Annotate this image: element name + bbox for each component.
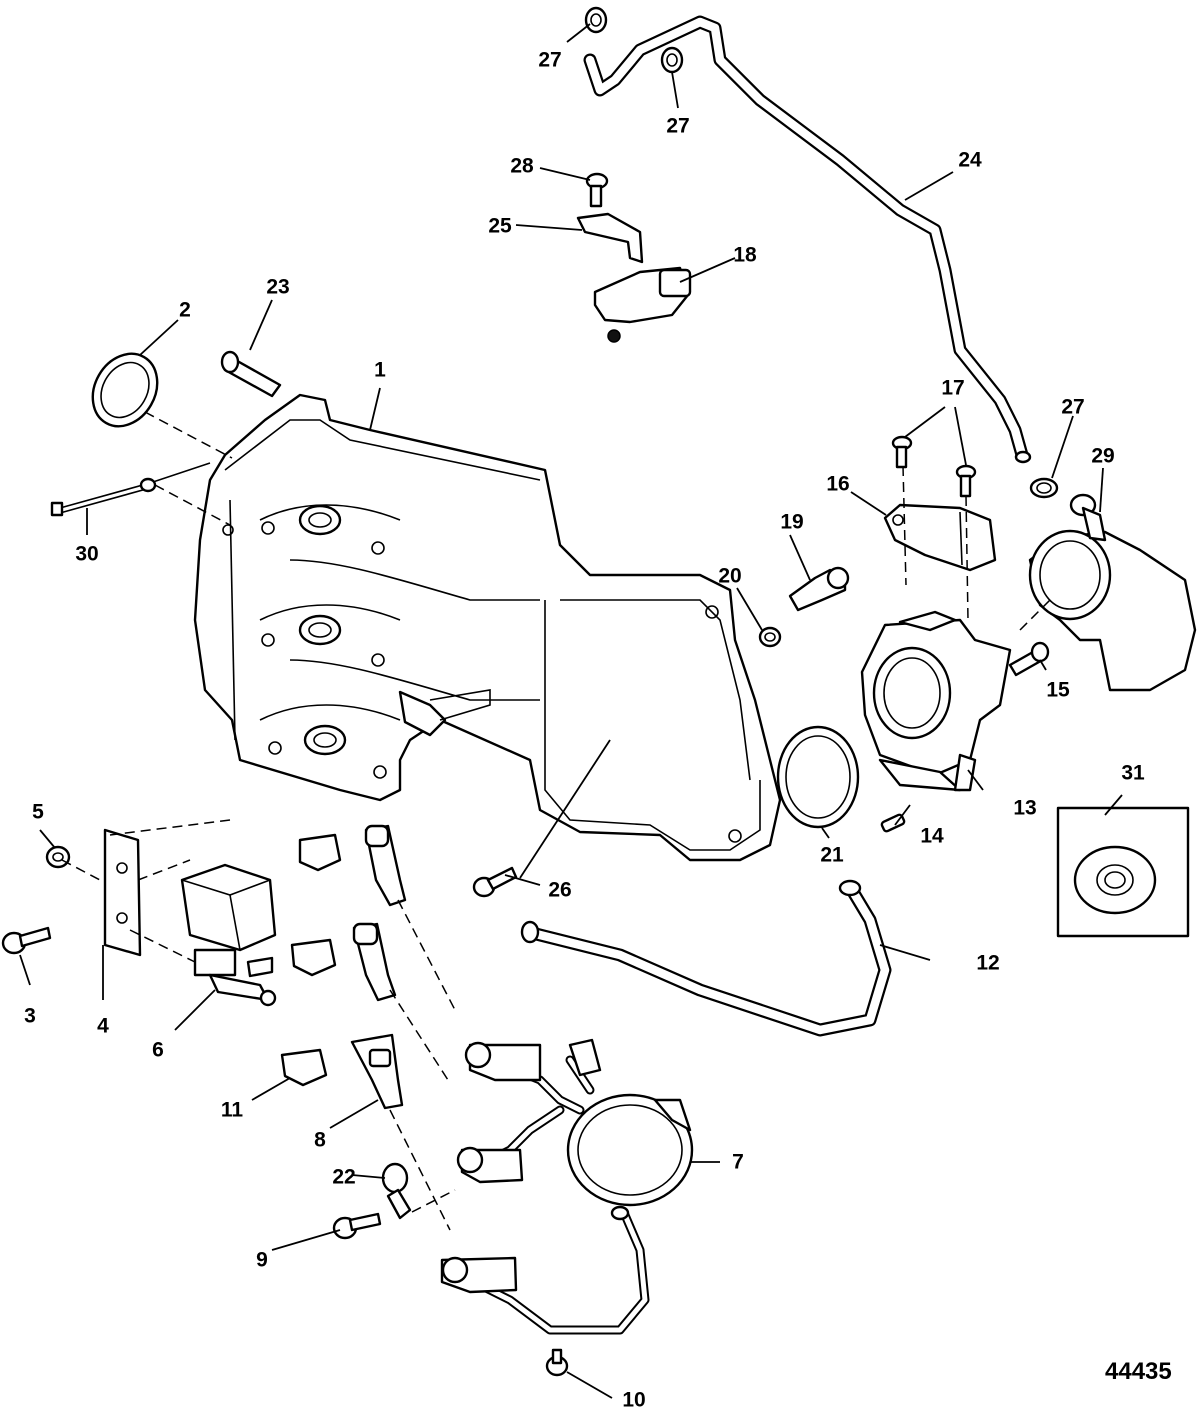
callout-13: 13 <box>1013 796 1037 820</box>
callout-24: 24 <box>958 148 982 172</box>
solenoid-bracket-part <box>103 828 142 957</box>
throttle-gasket-part <box>776 725 860 829</box>
callout-leader-lines <box>19 23 1123 1399</box>
bracket-screw-part <box>585 172 609 208</box>
callout-17: 17 <box>941 376 965 400</box>
hex-nut-part <box>45 845 71 869</box>
sensor-bracket-part <box>576 212 644 264</box>
throttle-position-sensor-part <box>883 503 997 572</box>
solenoid-valve-part <box>180 863 277 1007</box>
air-inlet-elbow-part <box>1028 493 1197 692</box>
callout-9: 9 <box>256 1248 268 1272</box>
elbow-screw-part <box>1008 641 1050 677</box>
callout-20: 20 <box>718 564 742 588</box>
callout-12: 12 <box>976 951 1000 975</box>
callout-27-top: 27 <box>538 48 562 72</box>
stud-bolt-part <box>220 350 282 398</box>
callout-8: 8 <box>314 1128 326 1152</box>
fuel-line-part <box>520 879 892 1037</box>
callout-23: 23 <box>266 275 290 299</box>
mounting-screw-part <box>472 866 518 898</box>
callout-10: 10 <box>622 1388 646 1412</box>
callout-14: 14 <box>920 824 944 848</box>
callout-5: 5 <box>32 800 44 824</box>
callout-4: 4 <box>97 1014 109 1038</box>
tps-screw-part <box>891 435 977 498</box>
callout-27-middle: 27 <box>666 114 690 138</box>
harness-clip-part <box>381 1162 412 1220</box>
wiring-harness-part <box>440 1038 694 1335</box>
harness-retaining-screw-part <box>545 1348 569 1377</box>
injector-clip-part <box>280 833 342 1087</box>
figure-number: 44435 <box>1105 1358 1172 1385</box>
callout-25: 25 <box>488 214 512 238</box>
callout-31: 31 <box>1121 761 1145 785</box>
callout-2: 2 <box>179 298 191 322</box>
callout-3: 3 <box>24 1004 36 1028</box>
vent-hose-part <box>583 15 1032 464</box>
fuel-injector-part <box>350 824 407 1110</box>
hex-bolt-part <box>1 926 52 955</box>
gasket-ring-2-part <box>91 352 159 428</box>
callout-21: 21 <box>820 843 844 867</box>
throttle-body-part <box>860 610 1012 792</box>
intake-manifold-part <box>193 393 782 862</box>
callout-7: 7 <box>732 1150 744 1174</box>
detail-fitting-part <box>1073 845 1157 915</box>
cable-tie-part <box>50 462 211 517</box>
assembly-alignment-lines <box>61 411 1051 1231</box>
callout-15: 15 <box>1046 678 1070 702</box>
hose-clamp-part <box>584 6 1059 499</box>
callout-1: 1 <box>374 358 386 382</box>
callout-11: 11 <box>220 1098 244 1122</box>
harness-screw-part <box>332 1212 382 1240</box>
callout-6: 6 <box>152 1038 164 1062</box>
o-ring-part <box>758 626 782 648</box>
callout-19: 19 <box>780 510 804 534</box>
callout-16: 16 <box>826 472 850 496</box>
callout-30: 30 <box>75 542 99 566</box>
temperature-sensor-part <box>788 566 850 612</box>
callout-27-right: 27 <box>1061 395 1085 419</box>
callout-26: 26 <box>548 878 572 902</box>
callout-29: 29 <box>1091 444 1115 468</box>
callout-28: 28 <box>510 154 534 178</box>
callout-22: 22 <box>332 1165 356 1189</box>
map-sensor-part <box>593 266 692 343</box>
callout-18: 18 <box>733 243 757 267</box>
